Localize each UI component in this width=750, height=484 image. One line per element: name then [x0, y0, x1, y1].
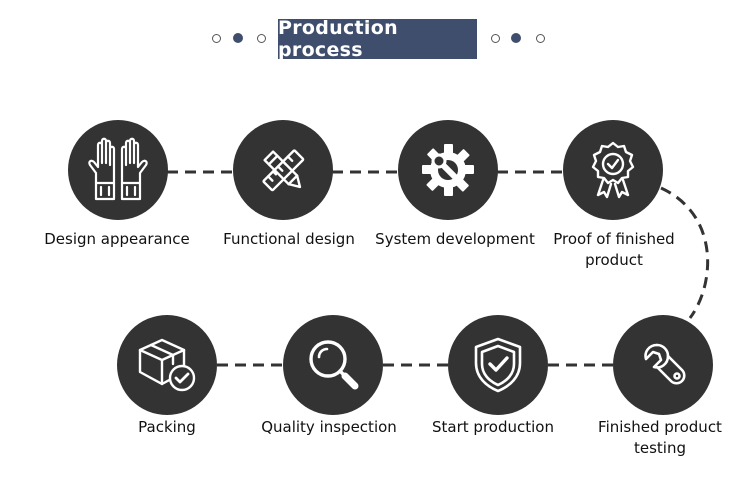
step-circle — [117, 315, 217, 415]
step-label: Quality inspection — [261, 418, 397, 436]
step-label: System development — [375, 230, 535, 248]
page-title: Production process — [278, 17, 477, 61]
decor-dot-left-2 — [233, 33, 243, 43]
step-circle — [398, 120, 498, 220]
step-label: Design appearance — [44, 230, 190, 248]
step-label: Functional design — [223, 230, 355, 248]
box-check-icon — [138, 338, 196, 392]
step-label: Start production — [432, 418, 554, 436]
pencil-ruler-icon — [262, 149, 305, 192]
step-label: Packing — [138, 418, 196, 436]
gloves-icon — [88, 137, 148, 201]
step-circle — [283, 315, 383, 415]
step-circle — [233, 120, 333, 220]
wrench-icon — [644, 343, 686, 385]
shield-check-icon — [474, 337, 522, 393]
magnifier-icon — [309, 340, 359, 390]
gear-wrench-icon — [422, 144, 474, 196]
header: Production process — [0, 17, 750, 61]
decor-dot-left-3 — [257, 34, 266, 43]
step-circle — [448, 315, 548, 415]
step-label: Proof of finished product — [553, 230, 675, 269]
step-circle — [563, 120, 663, 220]
award-badge-icon — [591, 141, 635, 199]
connector-4-5 — [660, 186, 710, 319]
step-circle — [68, 120, 168, 220]
decor-dot-right-2 — [511, 33, 521, 43]
decor-dot-left-1 — [212, 34, 221, 43]
step-label: Finished product testing — [598, 418, 722, 457]
decor-dot-right-3 — [536, 34, 545, 43]
decor-dot-right-1 — [491, 34, 500, 43]
step-circle — [613, 315, 713, 415]
